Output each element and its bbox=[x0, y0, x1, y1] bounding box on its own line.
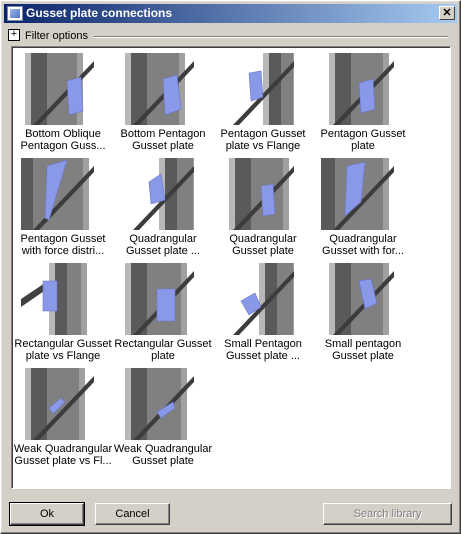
caption-line2: Gusset plate bbox=[332, 350, 394, 362]
weak-quadrangular-icon bbox=[121, 368, 194, 440]
caption-line1: Small Pentagon bbox=[224, 338, 302, 350]
caption-line2: plate bbox=[151, 350, 175, 362]
caption-line1: Quadrangular bbox=[229, 233, 297, 245]
pentagon-force-icon bbox=[21, 158, 94, 230]
caption-line2: plate bbox=[351, 140, 375, 152]
caption-line1: Pentagon Gusset bbox=[20, 233, 106, 245]
caption-line1: Pentagon Gusset bbox=[320, 128, 406, 140]
small-pentagon-plate-icon bbox=[221, 263, 294, 335]
caption-line2: Gusset plate vs Fl... bbox=[14, 455, 112, 467]
quadrangular-force-icon bbox=[321, 158, 394, 230]
caption-line2: Pentagon Guss... bbox=[20, 140, 106, 152]
rectangular-flange-icon bbox=[21, 263, 94, 335]
caption-line2: Gusset with for... bbox=[322, 245, 404, 257]
small-pentagon-icon bbox=[321, 263, 394, 335]
caption-line2: plate vs Flange bbox=[25, 350, 101, 362]
caption-line2: with force distri... bbox=[21, 245, 105, 257]
caption-line1: Quadrangular bbox=[329, 233, 397, 245]
ok-button[interactable]: Ok bbox=[9, 502, 85, 526]
expand-filter-icon[interactable]: + bbox=[8, 29, 20, 41]
filter-options: + Filter options bbox=[8, 28, 448, 44]
cancel-button[interactable]: Cancel bbox=[95, 503, 170, 525]
window-title: Gusset plate connections bbox=[26, 6, 173, 20]
filter-options-label[interactable]: Filter options bbox=[25, 30, 88, 42]
caption-line1: Quadrangular bbox=[129, 233, 197, 245]
close-button[interactable]: ✕ bbox=[439, 6, 455, 20]
caption-line1: Small pentagon bbox=[324, 338, 402, 350]
caption-line2: Gusset plate bbox=[132, 455, 194, 467]
weak-quadrangular-flange-icon bbox=[21, 368, 94, 440]
caption-line1: Weak Quadrangular bbox=[13, 443, 113, 455]
filter-divider bbox=[94, 36, 448, 38]
quadrangular-gusset-icon bbox=[221, 158, 294, 230]
caption-line2: Gusset plate bbox=[132, 140, 194, 152]
title-bar[interactable]: Gusset plate connections ✕ bbox=[4, 4, 457, 23]
bottom-oblique-pentagon-icon bbox=[21, 53, 94, 125]
caption-line2: Gusset plate bbox=[232, 245, 294, 257]
pentagon-flange-icon bbox=[221, 53, 294, 125]
caption-line2: plate vs Flange bbox=[225, 140, 301, 152]
search-library-button[interactable]: Search library bbox=[323, 503, 452, 525]
pentagon-gusset-icon bbox=[321, 53, 394, 125]
caption-line1: Rectangular Gusset bbox=[14, 338, 112, 350]
caption-line2: Gusset plate ... bbox=[226, 350, 300, 362]
caption-line1: Bottom Pentagon bbox=[120, 128, 206, 140]
quadrangular-plate-icon bbox=[121, 158, 194, 230]
app-icon bbox=[7, 6, 23, 21]
bottom-pentagon-icon bbox=[121, 53, 194, 125]
caption-line1: Rectangular Gusset bbox=[114, 338, 212, 350]
caption-line1: Weak Quadrangular bbox=[113, 443, 213, 455]
caption-line2: Gusset plate ... bbox=[126, 245, 200, 257]
caption-line1: Bottom Oblique bbox=[25, 128, 101, 140]
caption-line1: Pentagon Gusset bbox=[220, 128, 306, 140]
rectangular-gusset-icon bbox=[121, 263, 194, 335]
